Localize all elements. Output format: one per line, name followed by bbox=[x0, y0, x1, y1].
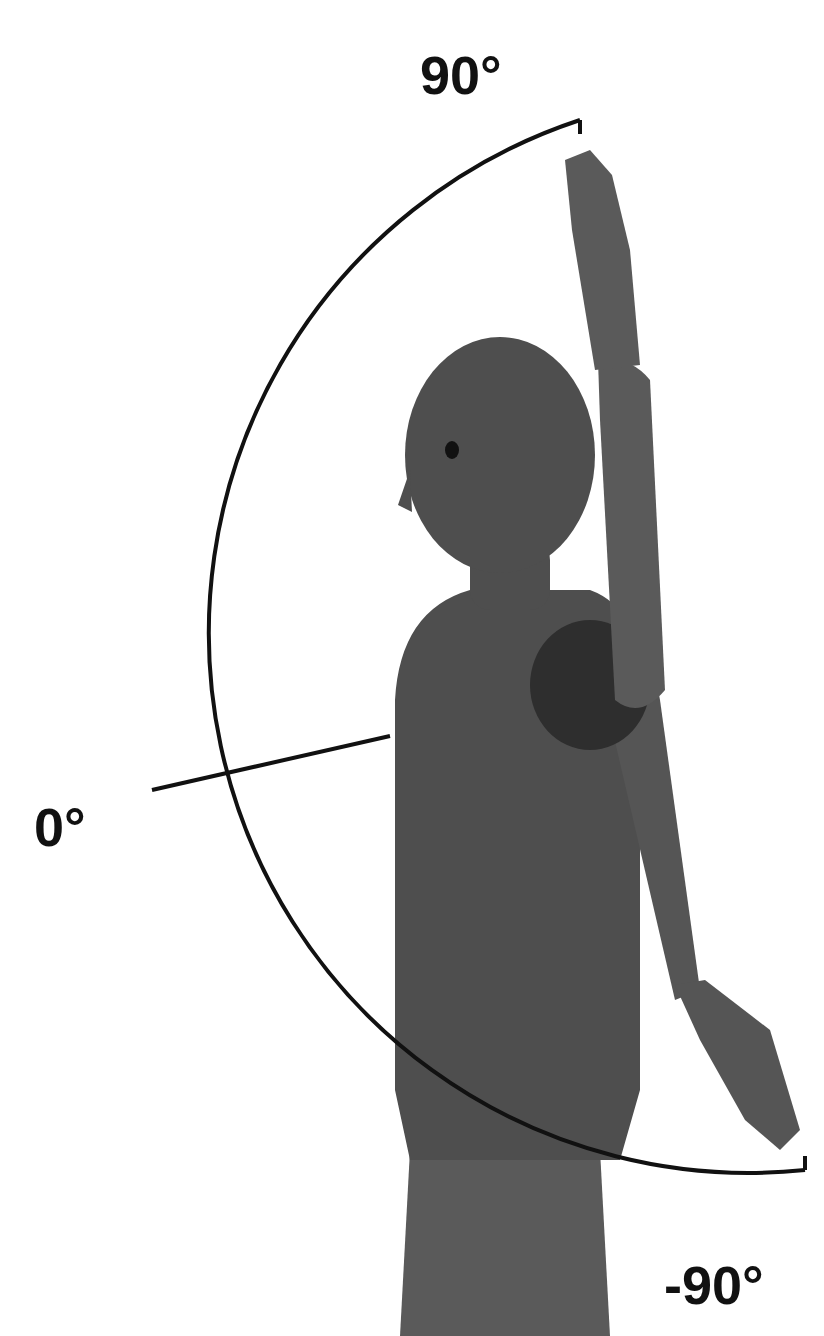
angle-label: -90° bbox=[664, 1258, 764, 1312]
angle-label: 90° bbox=[420, 48, 502, 102]
angle-label: 0° bbox=[34, 800, 86, 854]
